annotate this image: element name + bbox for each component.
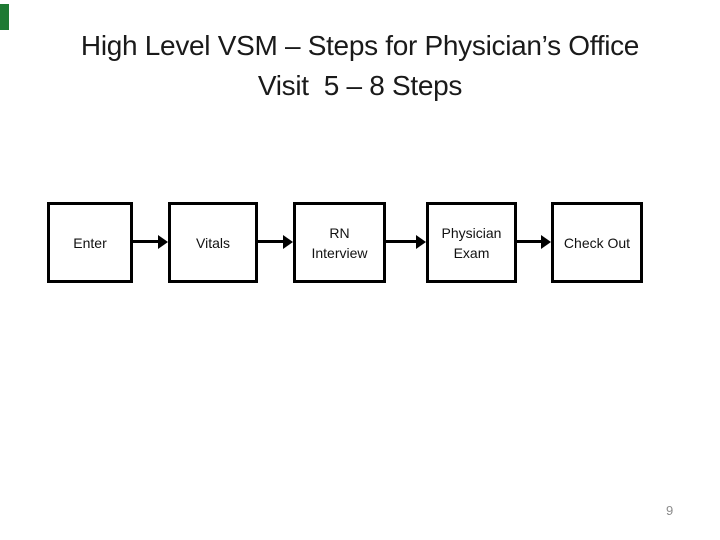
arrow-head-icon [158, 235, 168, 249]
slide-title: High Level VSM – Steps for Physician’s O… [0, 26, 720, 106]
flow-step-rn-interview: RN Interview [293, 202, 386, 283]
flow-arrow-3 [386, 235, 426, 249]
flow-step-label: Enter [73, 234, 107, 251]
flow-step-physician-exam: Physician Exam [426, 202, 517, 283]
arrow-head-icon [416, 235, 426, 249]
flow-step-vitals: Vitals [168, 202, 258, 283]
arrow-head-icon [541, 235, 551, 249]
flow-arrow-1 [133, 235, 168, 249]
flow-step-check-out: Check Out [551, 202, 643, 283]
slide-title-line-2: Visit 5 – 8 Steps [257, 70, 463, 101]
flow-arrow-2 [258, 235, 293, 249]
slide-title-line-1: High Level VSM – Steps for Physician’s O… [80, 30, 640, 61]
arrow-line [517, 240, 543, 243]
flow-step-label: Physician Exam [441, 224, 502, 261]
arrow-line [258, 240, 285, 243]
page-number: 9 [666, 503, 674, 518]
flow-step-label: RN Interview [311, 224, 368, 261]
green-corner-mark [0, 4, 9, 30]
flow-step-label: Check Out [563, 234, 631, 251]
arrow-head-icon [283, 235, 293, 249]
flow-arrow-4 [517, 235, 551, 249]
arrow-line [133, 240, 160, 243]
flow-step-enter: Enter [47, 202, 133, 283]
flow-step-label: Vitals [196, 234, 230, 251]
arrow-line [386, 240, 418, 243]
